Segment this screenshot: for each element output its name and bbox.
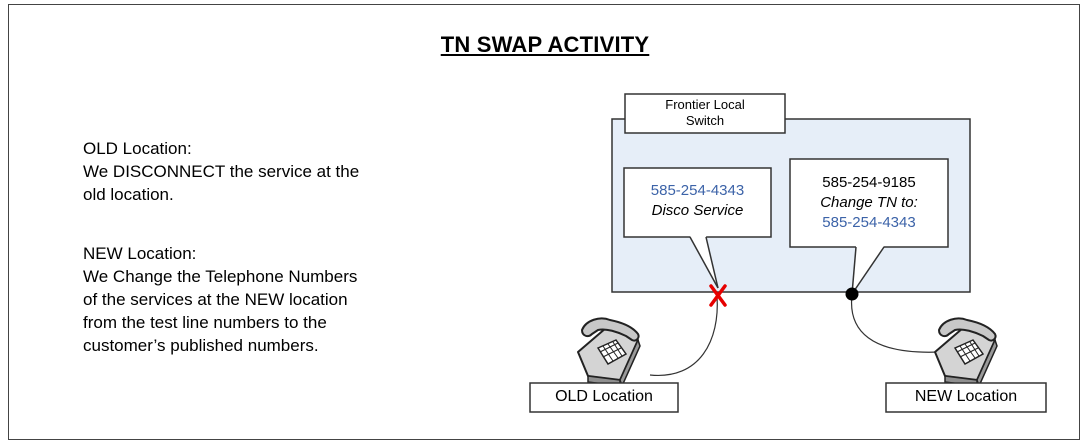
old-location-heading: OLD Location:	[83, 139, 192, 158]
page-title: TN SWAP ACTIVITY	[440, 32, 650, 57]
old-location-line: old location.	[83, 185, 174, 204]
disconnect-x-icon	[709, 284, 727, 307]
old-callout-text: 585-254-4343 Disco Service	[624, 181, 771, 221]
new-location-line: We Change the Telephone Numbers	[83, 267, 358, 286]
old-callout-action: Disco Service	[651, 202, 744, 219]
switch-label: Frontier Local Switch	[625, 97, 785, 129]
old-wire	[649, 295, 718, 376]
telephone-icon	[934, 317, 998, 387]
old-location-line: We DISCONNECT the service at the	[83, 162, 360, 181]
new-location-line: from the test line numbers to the	[83, 313, 327, 332]
new-location-line: of the services at the NEW location	[83, 290, 348, 309]
new-location-box	[885, 382, 1047, 413]
new-location-description: NEW Location: We Change the Telephone Nu…	[83, 242, 503, 357]
switch-label-box	[624, 93, 786, 134]
new-location-heading: NEW Location:	[83, 244, 197, 263]
old-location-label: OLD Location	[555, 388, 653, 405]
new-wire	[850, 294, 941, 353]
old-location-description: OLD Location: We DISCONNECT the service …	[83, 137, 503, 206]
new-callout-text: 585-254-9185 Change TN to: 585-254-4343	[790, 173, 948, 233]
new-location-line: customer’s published numbers.	[83, 336, 319, 355]
new-location-label: NEW Location	[914, 388, 1018, 405]
new-callout-number: 585-254-9185	[822, 174, 916, 191]
old-location-box	[529, 382, 679, 413]
switch-label-line: Frontier Local	[665, 97, 745, 112]
old-callout-number: 585-254-4343	[650, 182, 745, 199]
connection-dot-icon	[845, 287, 859, 301]
switch-label-line: Switch	[685, 113, 725, 128]
new-callout-new-number: 585-254-4343	[822, 214, 916, 231]
new-callout-action: Change TN to:	[820, 194, 918, 211]
telephone-icon	[577, 317, 641, 387]
